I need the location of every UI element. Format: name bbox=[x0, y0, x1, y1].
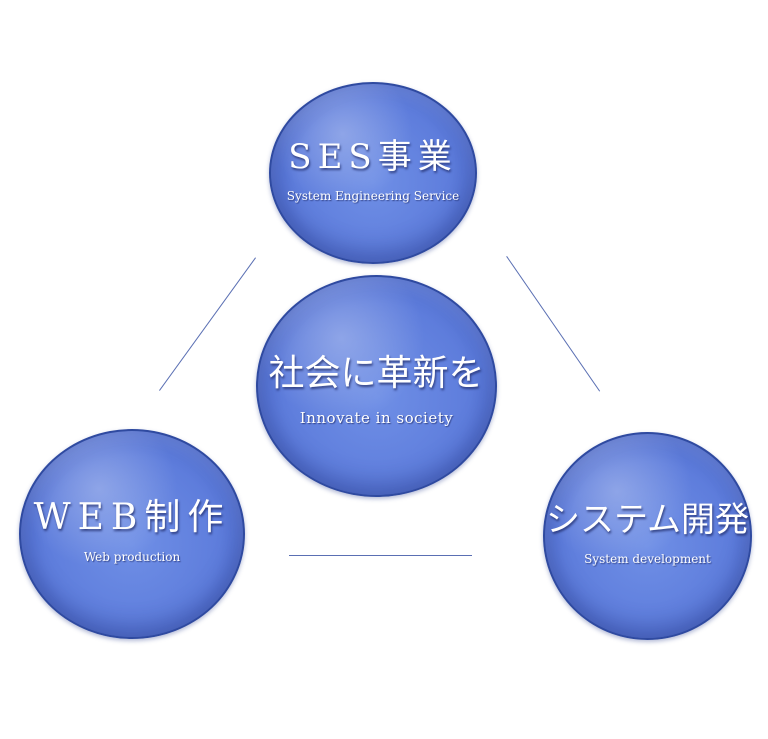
ses-title: SES事業 bbox=[288, 136, 458, 177]
connector-web-system bbox=[289, 555, 472, 556]
center-subtitle: Innovate in society bbox=[299, 408, 454, 427]
system-subtitle: System development bbox=[584, 552, 711, 567]
ses-circle: SES事業 System Engineering Service bbox=[269, 82, 477, 264]
system-title: システム開発 bbox=[546, 499, 749, 540]
web-title: WEB制作 bbox=[33, 496, 231, 538]
center-title: 社会に革新を bbox=[268, 352, 485, 394]
connector-ses-web bbox=[159, 257, 256, 391]
web-subtitle: Web production bbox=[83, 550, 181, 565]
web-circle: WEB制作 Web production bbox=[19, 429, 245, 639]
ses-subtitle: System Engineering Service bbox=[286, 189, 460, 204]
connector-ses-system bbox=[506, 256, 601, 392]
system-circle: システム開発 System development bbox=[543, 432, 752, 640]
center-circle: 社会に革新を Innovate in society bbox=[256, 275, 497, 497]
